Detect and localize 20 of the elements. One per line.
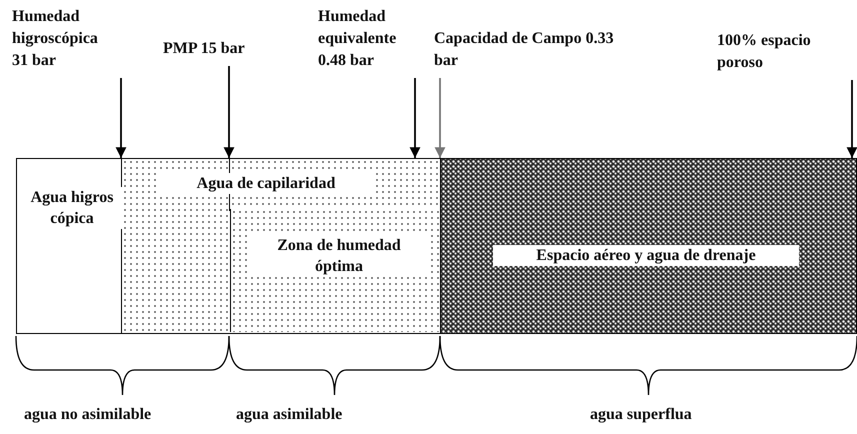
range-label: agua no asimilable bbox=[24, 406, 152, 424]
point-label: Capacidad de Campo 0.33 bar bbox=[434, 28, 634, 72]
water-zone bbox=[16, 158, 122, 334]
arrow bbox=[116, 78, 126, 158]
water-zone bbox=[230, 209, 441, 332]
arrow bbox=[434, 78, 446, 158]
arrow bbox=[410, 78, 420, 158]
point-label: Humedad equivalente 0.48 bar bbox=[318, 6, 418, 72]
arrow bbox=[224, 66, 234, 158]
range-label: agua asimilable bbox=[236, 406, 342, 424]
water-zone bbox=[121, 158, 441, 334]
range-label: agua superflua bbox=[590, 406, 692, 424]
arrow bbox=[846, 80, 857, 158]
drainage-zone bbox=[440, 158, 857, 334]
point-label: Humedad higroscópica 31 bar bbox=[12, 6, 117, 72]
zone-label: Agua de capilaridad bbox=[158, 173, 374, 194]
point-label: PMP 15 bar bbox=[163, 38, 245, 60]
zone-label: Espacio aéreo y agua de drenaje bbox=[493, 245, 799, 266]
point-label: 100% espacio poroso bbox=[717, 30, 837, 74]
zone-label: Zona de humedad óptima bbox=[251, 235, 427, 277]
